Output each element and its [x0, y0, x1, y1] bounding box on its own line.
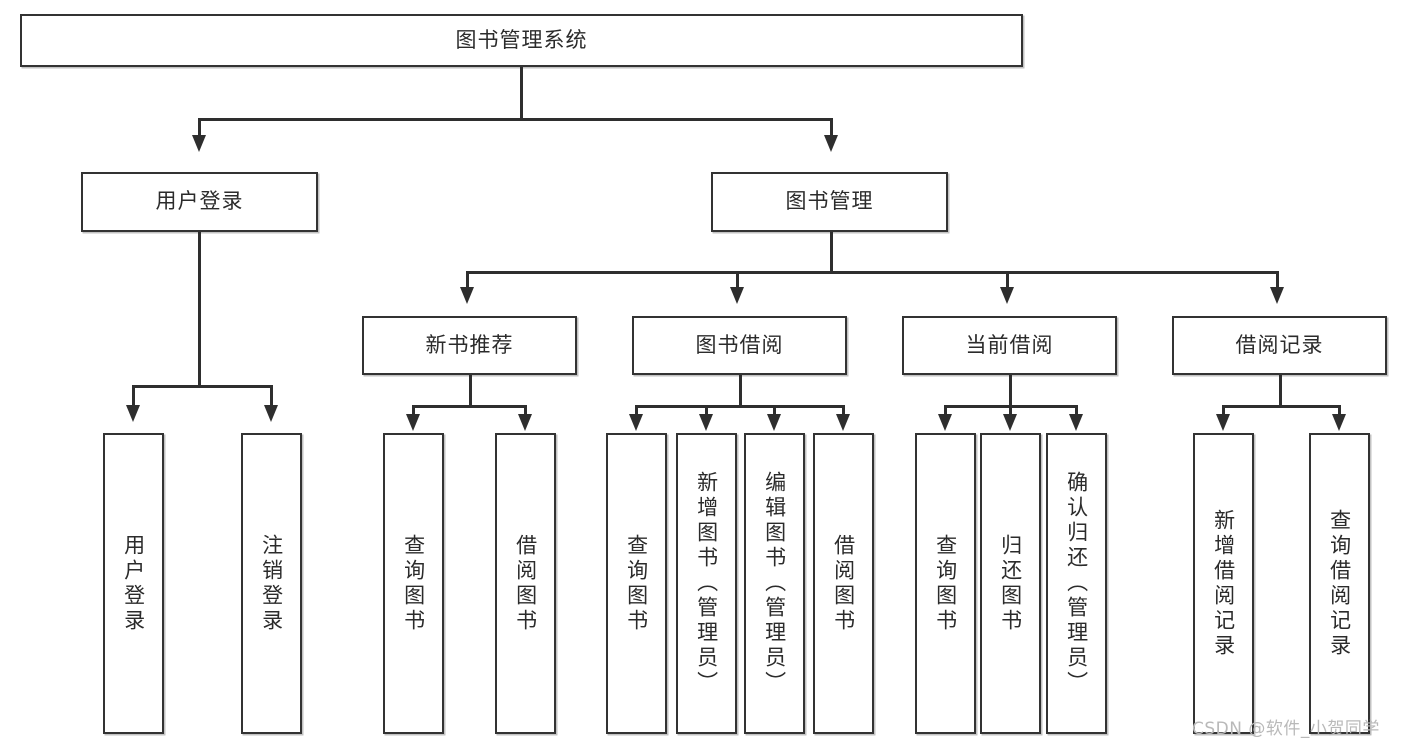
connector-user-login-stem: [198, 232, 201, 387]
node-label: 用户登录: [155, 189, 244, 214]
arrow-current-borrow-leaf-1: [938, 414, 952, 431]
node-label: 查询图书: [624, 533, 649, 634]
node-label: 图书借阅: [695, 332, 784, 357]
node-label: 当前借阅: [965, 332, 1054, 357]
connector-borrow-record-stem: [1279, 375, 1282, 407]
node-label: 查询图书: [401, 533, 426, 634]
connector-user-login-bus: [132, 385, 271, 388]
arrow-borrow-record-leaf-2: [1332, 414, 1346, 431]
node-label: 注销登录: [259, 533, 284, 634]
connector-book-borrow-leaf-2: [705, 405, 708, 417]
connector-user-login-leaf-2: [270, 385, 273, 407]
node-label: 新增借阅记录: [1211, 508, 1236, 659]
connector-new-book-leaf-2: [524, 405, 527, 417]
node-label: 借阅图书: [831, 533, 856, 634]
arrow-to-new-book: [460, 287, 474, 304]
node-user-login[interactable]: 用户登录: [81, 172, 318, 232]
connector-to-new-book: [466, 271, 469, 289]
connector-new-book-bus: [412, 405, 526, 408]
connector-book-borrow-stem: [739, 375, 742, 407]
node-book-borrow[interactable]: 图书借阅: [632, 316, 847, 375]
arrow-new-book-leaf-2: [518, 414, 532, 431]
node-label: 新增图书（管理员）: [694, 471, 719, 696]
connector-borrow-record-leaf-1: [1222, 405, 1225, 417]
connector-book-borrow-leaf-1: [635, 405, 638, 417]
csdn-watermark: CSDN @软件_小贺同学: [1192, 719, 1380, 739]
connector-book-manage-stem: [830, 232, 833, 273]
connector-to-book-manage: [830, 118, 833, 138]
leaf-recommend-query-book[interactable]: 查询图书: [383, 433, 444, 734]
arrow-book-borrow-leaf-1: [629, 414, 643, 431]
connector-book-borrow-leaf-3: [773, 405, 776, 417]
arrow-borrow-record-leaf-1: [1216, 414, 1230, 431]
node-new-book-recommend[interactable]: 新书推荐: [362, 316, 577, 375]
leaf-current-confirm-return-admin[interactable]: 确认归还（管理员）: [1046, 433, 1107, 734]
node-label: 编辑图书（管理员）: [762, 471, 787, 696]
connector-new-book-stem: [469, 375, 472, 407]
connector-level2-bus: [198, 118, 832, 121]
arrow-book-borrow-leaf-2: [699, 414, 713, 431]
connector-book-borrow-bus: [635, 405, 844, 408]
connector-current-borrow-leaf-2: [1009, 405, 1012, 417]
leaf-borrow-query-book[interactable]: 查询图书: [606, 433, 667, 734]
leaf-current-query-book[interactable]: 查询图书: [915, 433, 976, 734]
arrow-user-login-leaf-2: [264, 405, 278, 422]
arrow-to-book-manage: [824, 135, 838, 152]
node-label: 归还图书: [998, 533, 1023, 634]
leaf-user-login[interactable]: 用户登录: [103, 433, 164, 734]
arrow-new-book-leaf-1: [406, 414, 420, 431]
node-label: 新书推荐: [425, 332, 514, 357]
connector-to-borrow-record: [1276, 271, 1279, 289]
leaf-borrow-borrow-book[interactable]: 借阅图书: [813, 433, 874, 734]
connector-current-borrow-leaf-3: [1075, 405, 1078, 417]
node-root-library-system[interactable]: 图书管理系统: [20, 14, 1023, 67]
connector-user-login-leaf-1: [132, 385, 135, 407]
arrow-current-borrow-leaf-3: [1069, 414, 1083, 431]
node-current-borrow[interactable]: 当前借阅: [902, 316, 1117, 375]
arrow-user-login-leaf-1: [126, 405, 140, 422]
node-label: 用户登录: [121, 533, 146, 634]
node-book-management[interactable]: 图书管理: [711, 172, 948, 232]
connector-book-borrow-leaf-4: [842, 405, 845, 417]
arrow-to-borrow-record: [1270, 287, 1284, 304]
leaf-recommend-borrow-book[interactable]: 借阅图书: [495, 433, 556, 734]
arrow-current-borrow-leaf-2: [1003, 414, 1017, 431]
connector-new-book-leaf-1: [412, 405, 415, 417]
arrow-to-current-borrow: [1000, 287, 1014, 304]
leaf-current-return-book[interactable]: 归还图书: [980, 433, 1041, 734]
connector-current-borrow-leaf-1: [944, 405, 947, 417]
leaf-logout[interactable]: 注销登录: [241, 433, 302, 734]
node-label: 查询图书: [933, 533, 958, 634]
node-label: 借阅图书: [513, 533, 538, 634]
connector-to-book-borrow: [736, 271, 739, 289]
leaf-record-add-record[interactable]: 新增借阅记录: [1193, 433, 1254, 734]
node-label: 查询借阅记录: [1327, 508, 1352, 659]
arrow-book-borrow-leaf-3: [767, 414, 781, 431]
connector-level3-bus: [466, 271, 1279, 274]
leaf-record-query-record[interactable]: 查询借阅记录: [1309, 433, 1370, 734]
connector-to-user-login: [198, 118, 201, 138]
connector-borrow-record-bus: [1222, 405, 1340, 408]
node-label: 确认归还（管理员）: [1064, 471, 1089, 696]
connector-borrow-record-leaf-2: [1338, 405, 1341, 417]
connector-current-borrow-stem: [1009, 375, 1012, 407]
connector-to-current-borrow: [1006, 271, 1009, 289]
node-label: 图书管理系统: [455, 27, 588, 52]
leaf-borrow-edit-book-admin[interactable]: 编辑图书（管理员）: [744, 433, 805, 734]
arrow-to-book-borrow: [730, 287, 744, 304]
node-label: 图书管理: [785, 189, 874, 214]
connector-root-stem: [520, 67, 523, 119]
node-borrow-record[interactable]: 借阅记录: [1172, 316, 1387, 375]
arrow-book-borrow-leaf-4: [836, 414, 850, 431]
node-label: 借阅记录: [1235, 332, 1324, 357]
arrow-to-user-login: [192, 135, 206, 152]
leaf-borrow-add-book-admin[interactable]: 新增图书（管理员）: [676, 433, 737, 734]
